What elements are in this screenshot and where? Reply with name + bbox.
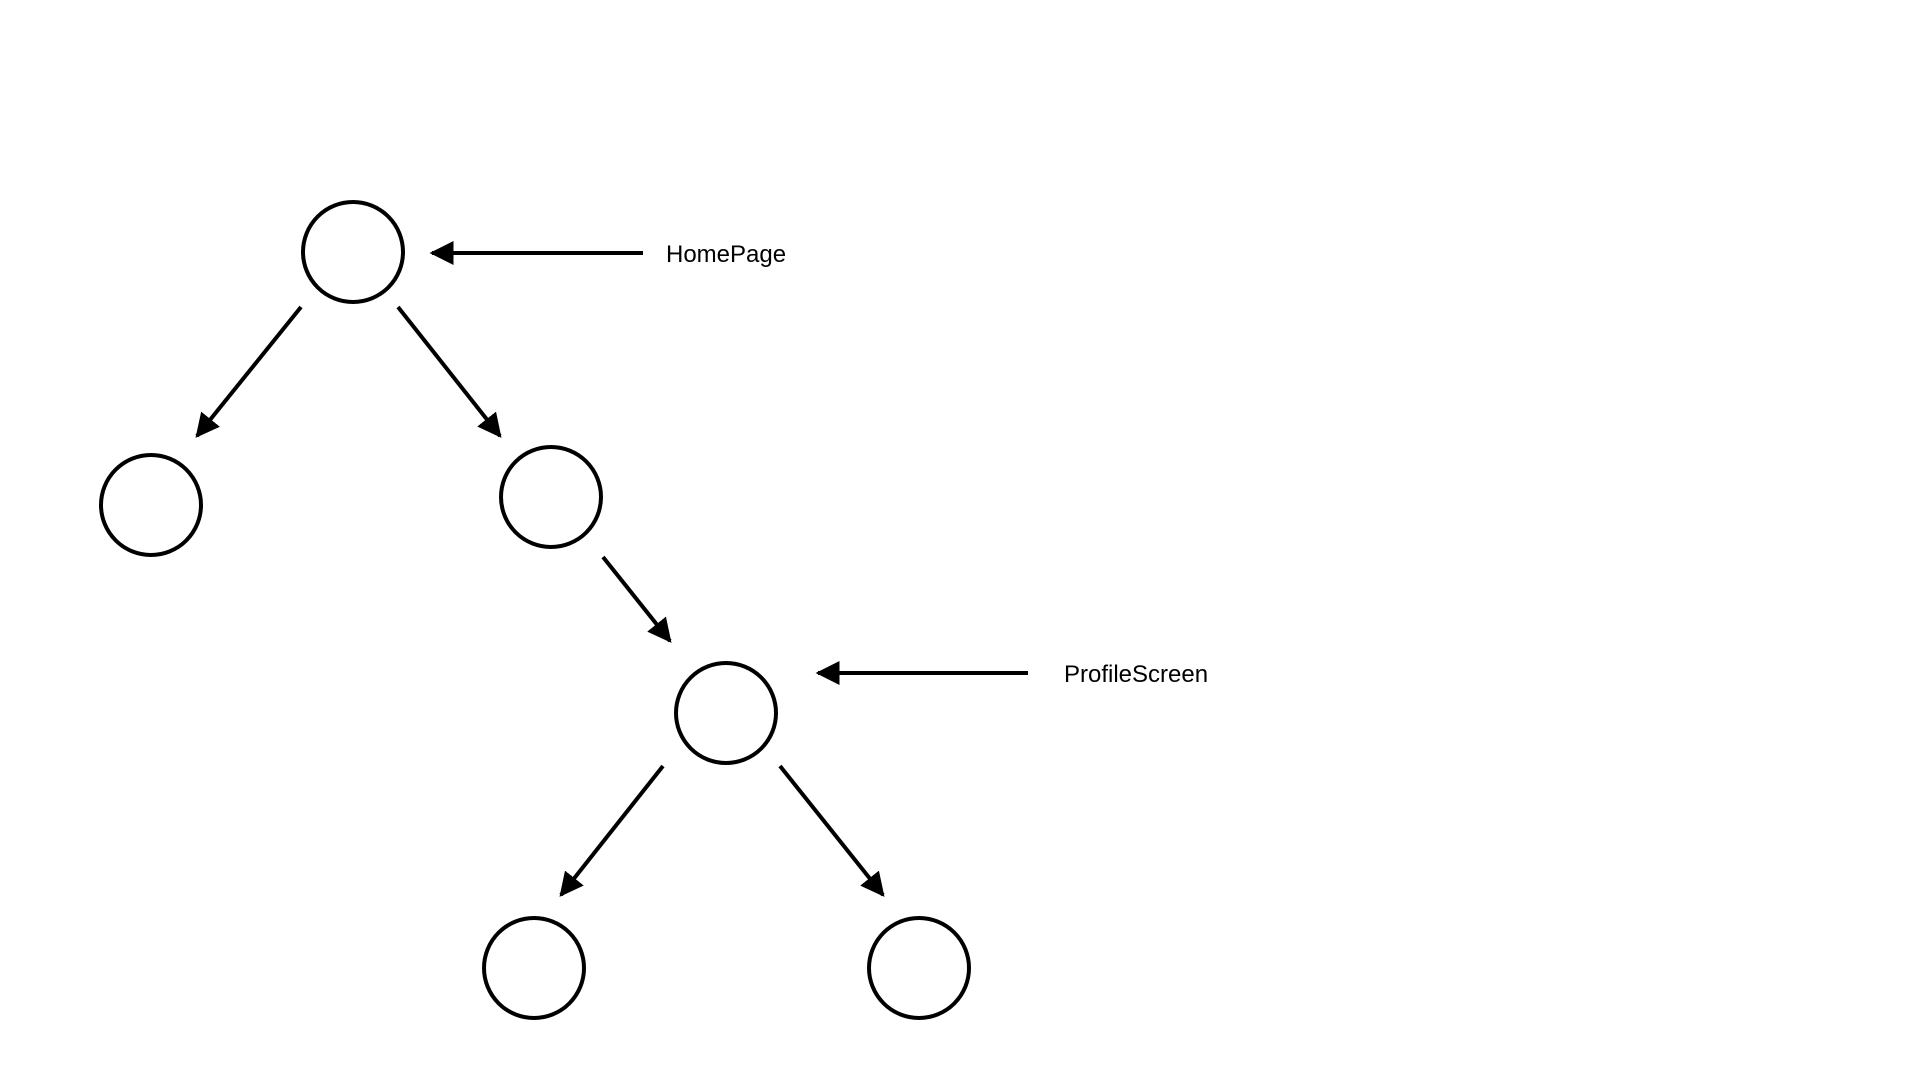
tree-node-root-right bbox=[499, 445, 603, 549]
tree-edge-root-to-right bbox=[396, 305, 502, 438]
tree-edge-profile-to-right bbox=[778, 764, 885, 897]
tree-edge-right-to-profile bbox=[601, 555, 672, 643]
homepage-label: HomePage bbox=[666, 241, 786, 268]
tree-edge-root-to-left bbox=[195, 305, 303, 438]
tree-node-profile bbox=[674, 661, 778, 765]
tree-edge-profile-to-left bbox=[559, 764, 665, 897]
tree-node-root bbox=[301, 200, 405, 304]
tree-node-profile-right bbox=[867, 916, 971, 1020]
profile-screen-label: ProfileScreen bbox=[1064, 661, 1208, 688]
tree-node-profile-left bbox=[482, 916, 586, 1020]
tree-node-root-left bbox=[99, 453, 203, 557]
